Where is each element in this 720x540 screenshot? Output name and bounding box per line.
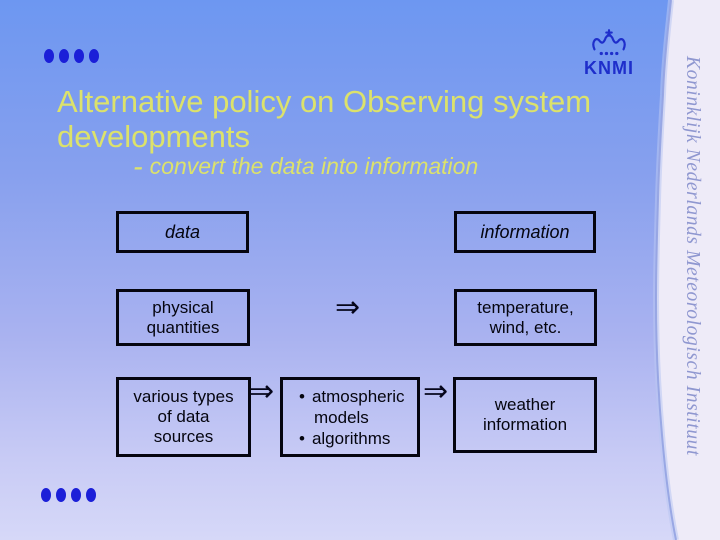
dot-icon — [44, 49, 54, 63]
weather-box-line: weather — [494, 395, 556, 414]
data-sources-box: various types of data sources — [116, 377, 251, 457]
physical-box-line: physical — [152, 297, 214, 317]
data-box-label: data — [164, 222, 201, 242]
implies-arrow-icon: ⇒ — [335, 291, 361, 324]
band-edge-line — [654, 0, 677, 540]
slide-title: Alternative policy on Observing system d… — [57, 84, 657, 154]
subtitle-text: convert the data into information — [149, 153, 479, 179]
institute-vertical-text: Koninklijk Nederlands Meteorologisch Ins… — [682, 56, 703, 457]
data-sources-box-line: of data — [157, 407, 210, 426]
bullet-dots-top — [44, 49, 99, 63]
slide-title-line2: developments — [57, 119, 251, 154]
information-box: information — [454, 211, 596, 253]
crown-icon — [592, 29, 626, 56]
temperature-wind-box: temperature, wind, etc. — [454, 289, 597, 346]
data-sources-box-line: various types — [133, 387, 234, 406]
information-box-label: information — [480, 222, 570, 242]
dot-icon — [59, 49, 69, 63]
implies-arrow-icon: ⇒ — [249, 375, 275, 408]
data-sources-box-line: sources — [153, 427, 214, 446]
weather-information-box: weather information — [453, 377, 597, 453]
band-shape — [656, 0, 720, 540]
dot-icon — [71, 488, 81, 502]
weather-box-line: information — [482, 415, 568, 434]
models-box-item: atmospheric models — [299, 386, 417, 428]
physical-quantities-box: physical quantities — [116, 289, 250, 346]
dot-icon — [74, 49, 84, 63]
knmi-logo: KNMI — [578, 28, 640, 77]
physical-box-line: quantities — [146, 317, 220, 337]
dot-icon — [56, 488, 66, 502]
dot-icon — [41, 488, 51, 502]
models-box-item: algorithms — [299, 428, 417, 449]
knmi-logo-text: KNMI — [584, 58, 634, 78]
subtitle-dash: - — [133, 151, 143, 183]
implies-arrow-icon: ⇒ — [423, 375, 449, 408]
bullet-dots-bottom — [41, 488, 96, 502]
dot-icon — [86, 488, 96, 502]
slide-title-line1: Alternative policy on Observing system — [57, 84, 592, 119]
slide-subtitle: -convert the data into information — [133, 151, 653, 184]
temperature-box-line: temperature, — [477, 297, 574, 317]
models-box-list: atmospheric models algorithms — [283, 386, 417, 449]
data-box: data — [116, 211, 249, 253]
dot-icon — [89, 49, 99, 63]
models-algorithms-box: atmospheric models algorithms — [280, 377, 420, 457]
temperature-box-line: wind, etc. — [489, 317, 562, 337]
